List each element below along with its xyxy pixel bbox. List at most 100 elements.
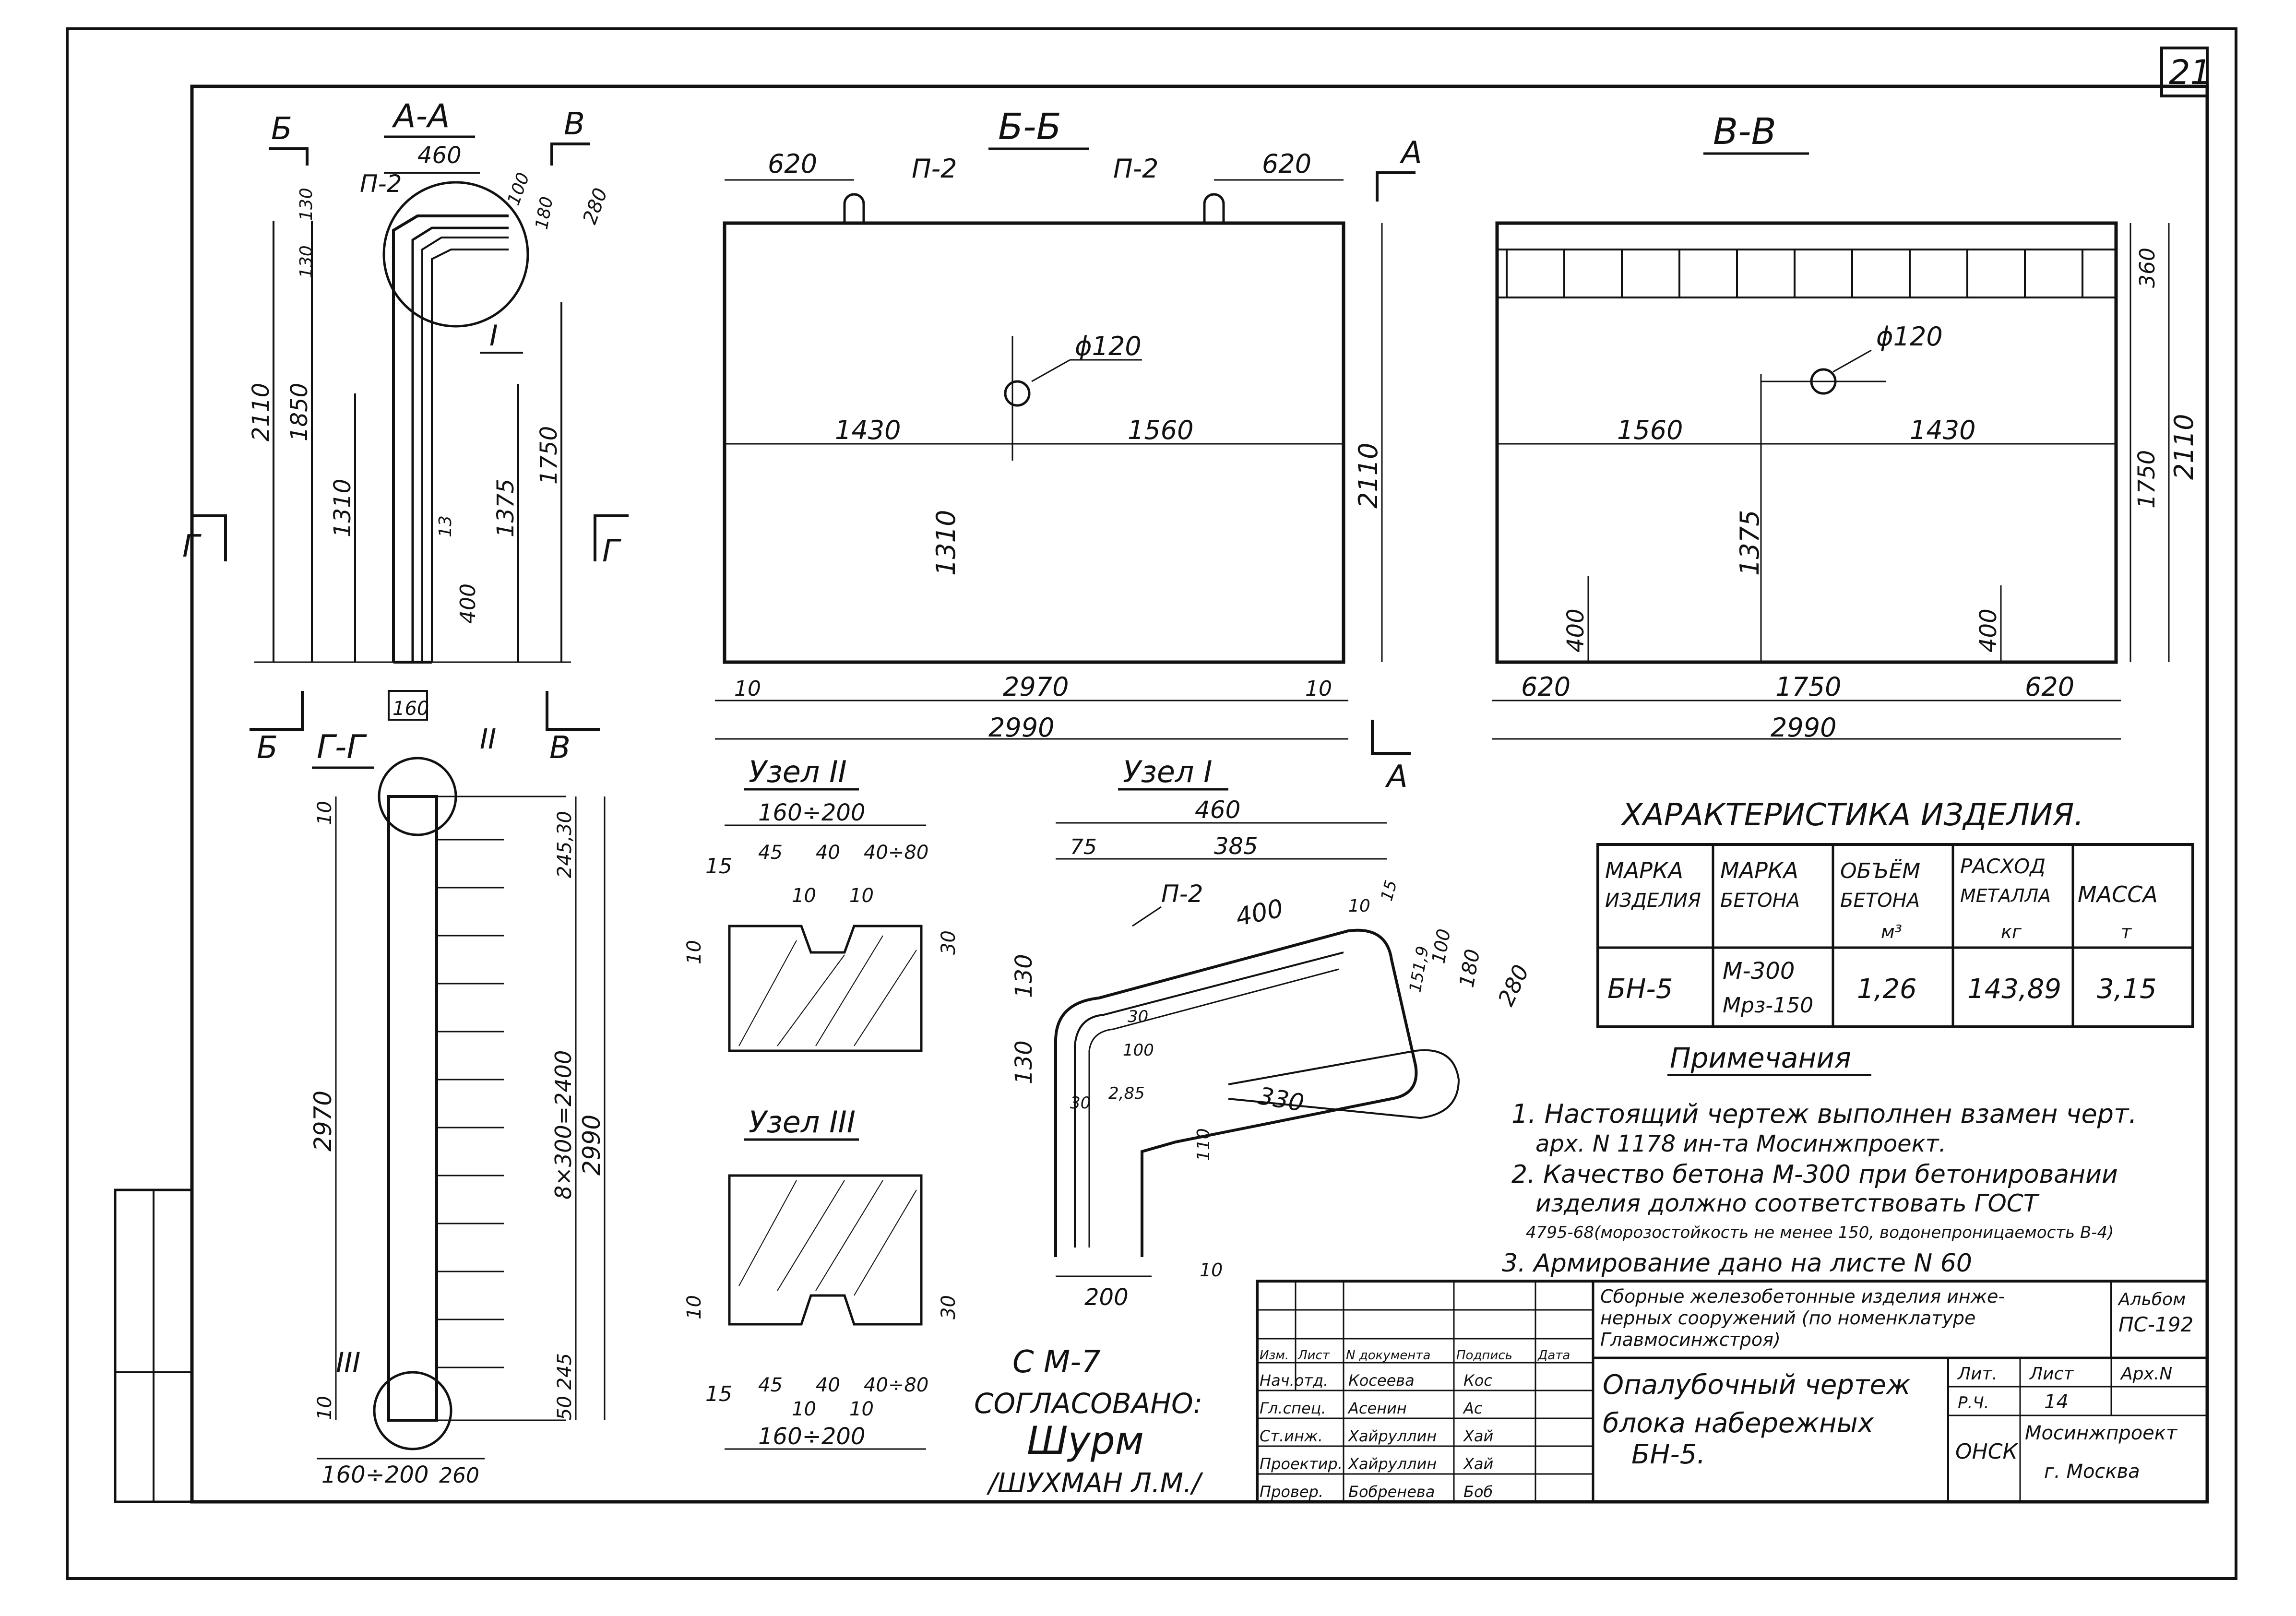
svg-text:160: 160 (393, 698, 429, 720)
svg-text:С М-7: С М-7 (1012, 1344, 1101, 1380)
svg-text:СОГЛАСОВАНО:: СОГЛАСОВАНО: (974, 1387, 1202, 1420)
svg-text:1750: 1750 (1775, 672, 1841, 702)
svg-text:130: 130 (1011, 954, 1037, 998)
svg-text:360: 360 (2135, 248, 2160, 288)
node-i-rebar-loop (1228, 1049, 1460, 1119)
svg-text:30: 30 (1128, 1007, 1148, 1026)
svg-text:блока набережных: блока набережных (1603, 1408, 1874, 1439)
svg-text:Ст.инж.: Ст.инж. (1260, 1427, 1323, 1445)
title-block: Изм. Лист N документа Подпись Дата Нач.о… (1256, 1280, 2209, 1503)
svg-text:3. Армирование дано на листе N: 3. Армирование дано на листе N 60 (1502, 1249, 1972, 1278)
svg-text:Мосинжпроект: Мосинжпроект (2025, 1422, 2178, 1444)
approval: С М-7 СОГЛАСОВАНО: Шурм /ШУХМАН Л.М./ (974, 1344, 1203, 1499)
svg-text:620: 620 (2025, 672, 2074, 702)
view-aa-title: А-А (392, 97, 450, 135)
view-aa: А-А Б В П-2 I 460 2110 1850 1310 1375 17… (182, 97, 629, 766)
svg-text:1430: 1430 (835, 415, 901, 445)
svg-text:10: 10 (683, 940, 705, 964)
svg-text:г. Москва: г. Москва (2044, 1461, 2140, 1483)
svg-text:2970: 2970 (1003, 672, 1069, 702)
svg-text:Хай: Хай (1463, 1455, 1493, 1473)
svg-text:15: 15 (705, 854, 732, 879)
svg-text:Косеева: Косеева (1348, 1371, 1415, 1390)
svg-text:10: 10 (1305, 677, 1332, 701)
notes: Примечания 1. Настоящий чертеж выполнен … (1502, 1042, 2137, 1278)
svg-text:400: 400 (1975, 608, 2002, 653)
svg-text:10: 10 (849, 885, 874, 907)
svg-text:Лист: Лист (2029, 1364, 2074, 1384)
svg-text:МАРКА: МАРКА (1605, 857, 1683, 883)
svg-text:30: 30 (938, 930, 960, 955)
svg-text:А: А (1385, 759, 1408, 795)
svg-text:ОБЪЁМ: ОБЪЁМ (1840, 858, 1920, 883)
svg-text:200: 200 (1084, 1284, 1129, 1311)
svg-text:III: III (336, 1346, 360, 1379)
svg-text:БН-5.: БН-5. (1631, 1439, 1705, 1470)
node-iii-section (728, 1174, 923, 1326)
svg-text:4795-68(морозостойкость не мен: 4795-68(морозостойкость не менее 150, во… (1526, 1223, 2114, 1242)
svg-text:ИЗДЕЛИЯ: ИЗДЕЛИЯ (1605, 890, 1701, 912)
svg-text:30: 30 (938, 1295, 960, 1319)
svg-text:П-2: П-2 (360, 170, 402, 198)
svg-text:1375: 1375 (492, 479, 519, 537)
view-gg: Г-Г II III 10 2970 10 245,30 8×300=2400 … (309, 723, 606, 1488)
node-iii-callout-circle (373, 1371, 452, 1450)
node-ii-section (728, 925, 923, 1052)
svg-text:Гл.спец.: Гл.спец. (1260, 1399, 1326, 1417)
svg-text:40÷80: 40÷80 (864, 842, 928, 864)
svg-text:Хайруллин: Хайруллин (1347, 1427, 1437, 1445)
svg-text:400: 400 (1233, 894, 1286, 932)
svg-text:М-300: М-300 (1723, 958, 1795, 985)
svg-text:1375: 1375 (1735, 510, 1765, 576)
svg-text:Альбом: Альбом (2118, 1290, 2186, 1309)
svg-text:100: 100 (1428, 927, 1455, 965)
svg-text:Г: Г (182, 529, 202, 564)
svg-text:13: 13 (436, 515, 455, 537)
view-vv-title: В-В (1713, 110, 1776, 153)
svg-text:нерных сооружений (по номенкла: нерных сооружений (по номенклатуре (1600, 1307, 1975, 1329)
top-rebar-ticks (1506, 250, 2083, 297)
svg-text:Бобренева: Бобренева (1348, 1483, 1435, 1501)
svg-text:45: 45 (758, 842, 783, 864)
svg-text:15: 15 (1377, 878, 1401, 903)
svg-text:75: 75 (1070, 835, 1097, 859)
svg-text:В: В (549, 730, 571, 766)
block-elevation-bb (723, 221, 1345, 664)
svg-text:кг: кг (2001, 921, 2022, 942)
lifting-loop-right (1203, 193, 1225, 223)
svg-text:арх. N 1178 ин-та Мосинжпроект: арх. N 1178 ин-та Мосинжпроект. (1535, 1130, 1946, 1157)
sheet-number-box (2160, 47, 2209, 97)
svg-text:2990: 2990 (578, 1115, 606, 1176)
svg-text:Нач.отд.: Нач.отд. (1260, 1371, 1328, 1390)
svg-text:10: 10 (683, 1295, 705, 1319)
svg-text:Г: Г (602, 534, 621, 569)
svg-text:Сборные железобетонные изделия: Сборные железобетонные изделия инже- (1600, 1286, 2005, 1307)
svg-text:Б: Б (257, 730, 278, 766)
inner-frame (190, 84, 2209, 1504)
svg-text:1560: 1560 (1617, 415, 1683, 445)
svg-text:2. Качество бетона М-300 при б: 2. Качество бетона М-300 при бетонирован… (1511, 1160, 2118, 1189)
svg-text:П-2: П-2 (1113, 154, 1158, 184)
svg-text:Кос: Кос (1463, 1371, 1492, 1390)
svg-text:Мрз-150: Мрз-150 (1723, 993, 1813, 1018)
node-ii: Узел II 160÷200 15 45 40 40÷80 10 10 10 … (683, 754, 960, 1052)
svg-text:/ШУХМАН Л.М./: /ШУХМАН Л.М./ (986, 1468, 1203, 1499)
svg-text:1750: 1750 (2133, 450, 2160, 509)
svg-text:45: 45 (758, 1374, 783, 1396)
svg-text:Асенин: Асенин (1347, 1399, 1407, 1417)
svg-text:160÷200: 160÷200 (758, 1423, 865, 1450)
svg-text:400: 400 (1562, 608, 1589, 653)
view-bb-title: Б-Б (998, 105, 1061, 148)
node-i-profile-outer (1054, 928, 1418, 1257)
svg-text:130: 130 (297, 188, 316, 221)
svg-text:т: т (2121, 921, 2132, 942)
svg-text:Провер.: Провер. (1260, 1483, 1323, 1501)
svg-text:2990: 2990 (988, 713, 1054, 743)
svg-text:2110: 2110 (248, 383, 274, 441)
svg-text:В: В (564, 107, 585, 142)
svg-text:10: 10 (314, 1396, 336, 1420)
svg-text:2110: 2110 (1353, 443, 1383, 509)
svg-text:160÷200: 160÷200 (758, 799, 865, 826)
node-ii-callout-circle (378, 757, 457, 836)
svg-text:1. Настоящий чертеж выполнен в: 1. Настоящий чертеж выполнен взамен черт… (1511, 1099, 2137, 1129)
